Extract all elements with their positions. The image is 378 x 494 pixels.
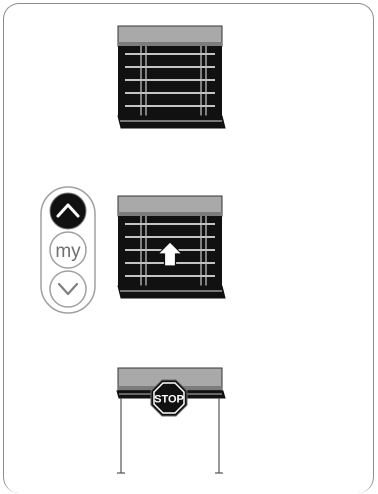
stop-sign-label: STOP [154, 394, 184, 406]
my-button-label: my [55, 241, 81, 262]
blind-closed [118, 26, 225, 128]
up-button[interactable] [50, 193, 86, 229]
bottom-rail [118, 116, 225, 128]
blind-raising [118, 196, 225, 298]
blind-stopped: STOP [117, 368, 225, 473]
bottom-rail [118, 286, 225, 298]
my-button[interactable]: my [50, 232, 86, 268]
headrail-shadow [118, 42, 222, 46]
down-button[interactable] [50, 271, 86, 307]
remote-control: my [41, 187, 95, 313]
headrail-shadow [118, 212, 222, 216]
stop-sign: STOP [151, 380, 187, 416]
